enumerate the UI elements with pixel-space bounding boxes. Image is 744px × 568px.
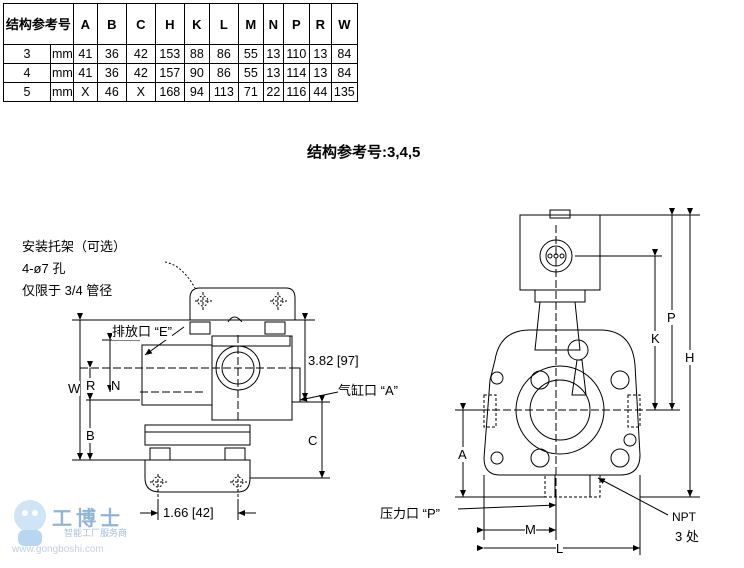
table-header-ref: 结构参考号: [3, 3, 74, 45]
table-cell: 168: [154, 82, 185, 102]
bracket-label: 安装托架（可选）: [22, 239, 127, 254]
dim-b: B: [86, 428, 95, 443]
table-cell: 113: [208, 82, 239, 102]
table-cell: 116: [282, 82, 310, 102]
bracket-holes-label: 4-ø7 孔: [22, 261, 66, 276]
npt-count-label: 3 处: [675, 529, 699, 544]
structure-caption: 结构参考号:3,4,5: [307, 144, 421, 161]
col-header: M: [237, 3, 264, 45]
table-cell: 84: [330, 44, 358, 64]
table-cell: 13: [308, 63, 332, 83]
col-header: H: [154, 3, 185, 45]
table-cell: 55: [237, 63, 264, 83]
table-cell: 36: [96, 63, 127, 83]
exhaust-port-label: 排放口 “E”: [112, 321, 172, 340]
col-header: W: [330, 3, 358, 45]
watermark-url: www.gongboshi.com: [12, 544, 104, 555]
dim-w: W: [68, 381, 81, 396]
side-view: [72, 261, 339, 520]
dim-166: 1.66 [42]: [163, 505, 214, 520]
dim-c: C: [308, 433, 318, 448]
dim-n: N: [111, 378, 121, 393]
table-header-row: 结构参考号 A B C H K L M N P R W: [3, 3, 358, 45]
npt-label: NPT: [672, 510, 696, 524]
watermark-subtitle: 智能工厂服务商: [64, 528, 128, 538]
watermark-title: 工博士: [52, 508, 124, 530]
table-cell: 135: [330, 82, 358, 102]
dim-r: R: [86, 378, 96, 393]
dim-h: H: [685, 350, 695, 365]
table-cell: 153: [154, 44, 185, 64]
pressure-port-label: 压力口 “P”: [380, 506, 440, 521]
table-cell: 94: [183, 82, 210, 102]
dim-m: M: [525, 522, 536, 537]
watermark-logo: 工博士 智能工厂服务商 www.gongboshi.com: [8, 492, 158, 562]
table-cell: 71: [237, 82, 264, 102]
table-cell: 42: [125, 44, 156, 64]
dim-a: A: [458, 447, 467, 462]
front-view: [455, 208, 700, 555]
dim-l: L: [556, 541, 564, 556]
col-header: K: [183, 3, 210, 45]
table-cell: 41: [72, 63, 98, 83]
table-row: 5 mm X 46 X 168 94 113 71 22 116 44 135: [3, 82, 358, 102]
dimension-table: 结构参考号 A B C H K L M N P R W 3 mm 41 36 4…: [3, 3, 358, 102]
table-cell: 44: [308, 82, 332, 102]
table-cell: 42: [125, 63, 156, 83]
table-cell: 36: [96, 44, 127, 64]
dim-382: 3.82 [97]: [308, 353, 359, 368]
bracket-note-label: 仅限于 3/4 管径: [22, 283, 113, 298]
cylinder-port-label: 气缸口 “A”: [338, 383, 398, 398]
ref-cell: 5: [3, 82, 51, 102]
dim-p: P: [667, 310, 676, 325]
dim-k: K: [651, 331, 660, 346]
unit-cell: mm: [50, 82, 74, 102]
col-header: P: [282, 3, 310, 45]
